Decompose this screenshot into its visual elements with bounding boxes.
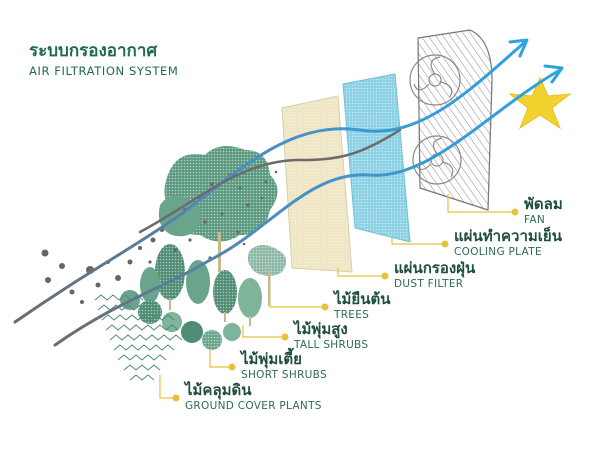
label-trees-english: TREES (334, 309, 370, 321)
fan-housing (417, 29, 493, 211)
label-ground-cover-thai: ไม้คลุมดิน (185, 381, 252, 399)
leader-lines (159, 194, 515, 399)
airflow-lines (13, 38, 564, 347)
label-cooling-plate: แผ่นทำความเย็น COOLING PLATE (454, 227, 562, 259)
label-dots (172, 208, 519, 402)
sun-icon (508, 76, 572, 130)
label-cooling-plate-thai: แผ่นทำความเย็น (454, 227, 562, 245)
label-tall-shrubs: ไม้พุ่มสูง TALL SHRUBS (294, 320, 368, 352)
label-short-shrubs: ไม้พุ่มเตี้ย SHORT SHRUBS (241, 350, 327, 382)
dust-filter-panel (281, 95, 353, 273)
ground-cover-group (94, 294, 183, 381)
label-ground-cover-english: GROUND COVER PLANTS (185, 400, 322, 412)
label-tall-shrubs-thai: ไม้พุ่มสูง (294, 320, 348, 338)
title-thai: ระบบกรองอากาศ (29, 41, 158, 61)
label-ground-cover: ไม้คลุมดิน GROUND COVER PLANTS (185, 381, 322, 413)
label-trees: ไม้ยืนต้น TREES (334, 290, 390, 322)
label-dust-filter: แผ่นกรองฝุ่น DUST FILTER (394, 259, 475, 291)
label-dust-filter-english: DUST FILTER (394, 278, 464, 290)
title-english: AIR FILTRATION SYSTEM (29, 64, 179, 78)
label-fan: พัดลม FAN (524, 195, 563, 227)
cooling-plate-panel (342, 73, 411, 243)
label-tall-shrubs-english: TALL SHRUBS (294, 339, 369, 351)
label-cooling-plate-english: COOLING PLATE (454, 246, 542, 258)
label-dust-filter-thai: แผ่นกรองฝุ่น (394, 259, 476, 277)
label-short-shrubs-thai: ไม้พุ่มเตี้ย (241, 350, 302, 368)
label-fan-thai: พัดลม (524, 195, 563, 213)
label-short-shrubs-english: SHORT SHRUBS (241, 369, 327, 381)
label-fan-english: FAN (524, 214, 546, 226)
label-trees-thai: ไม้ยืนต้น (334, 290, 391, 308)
